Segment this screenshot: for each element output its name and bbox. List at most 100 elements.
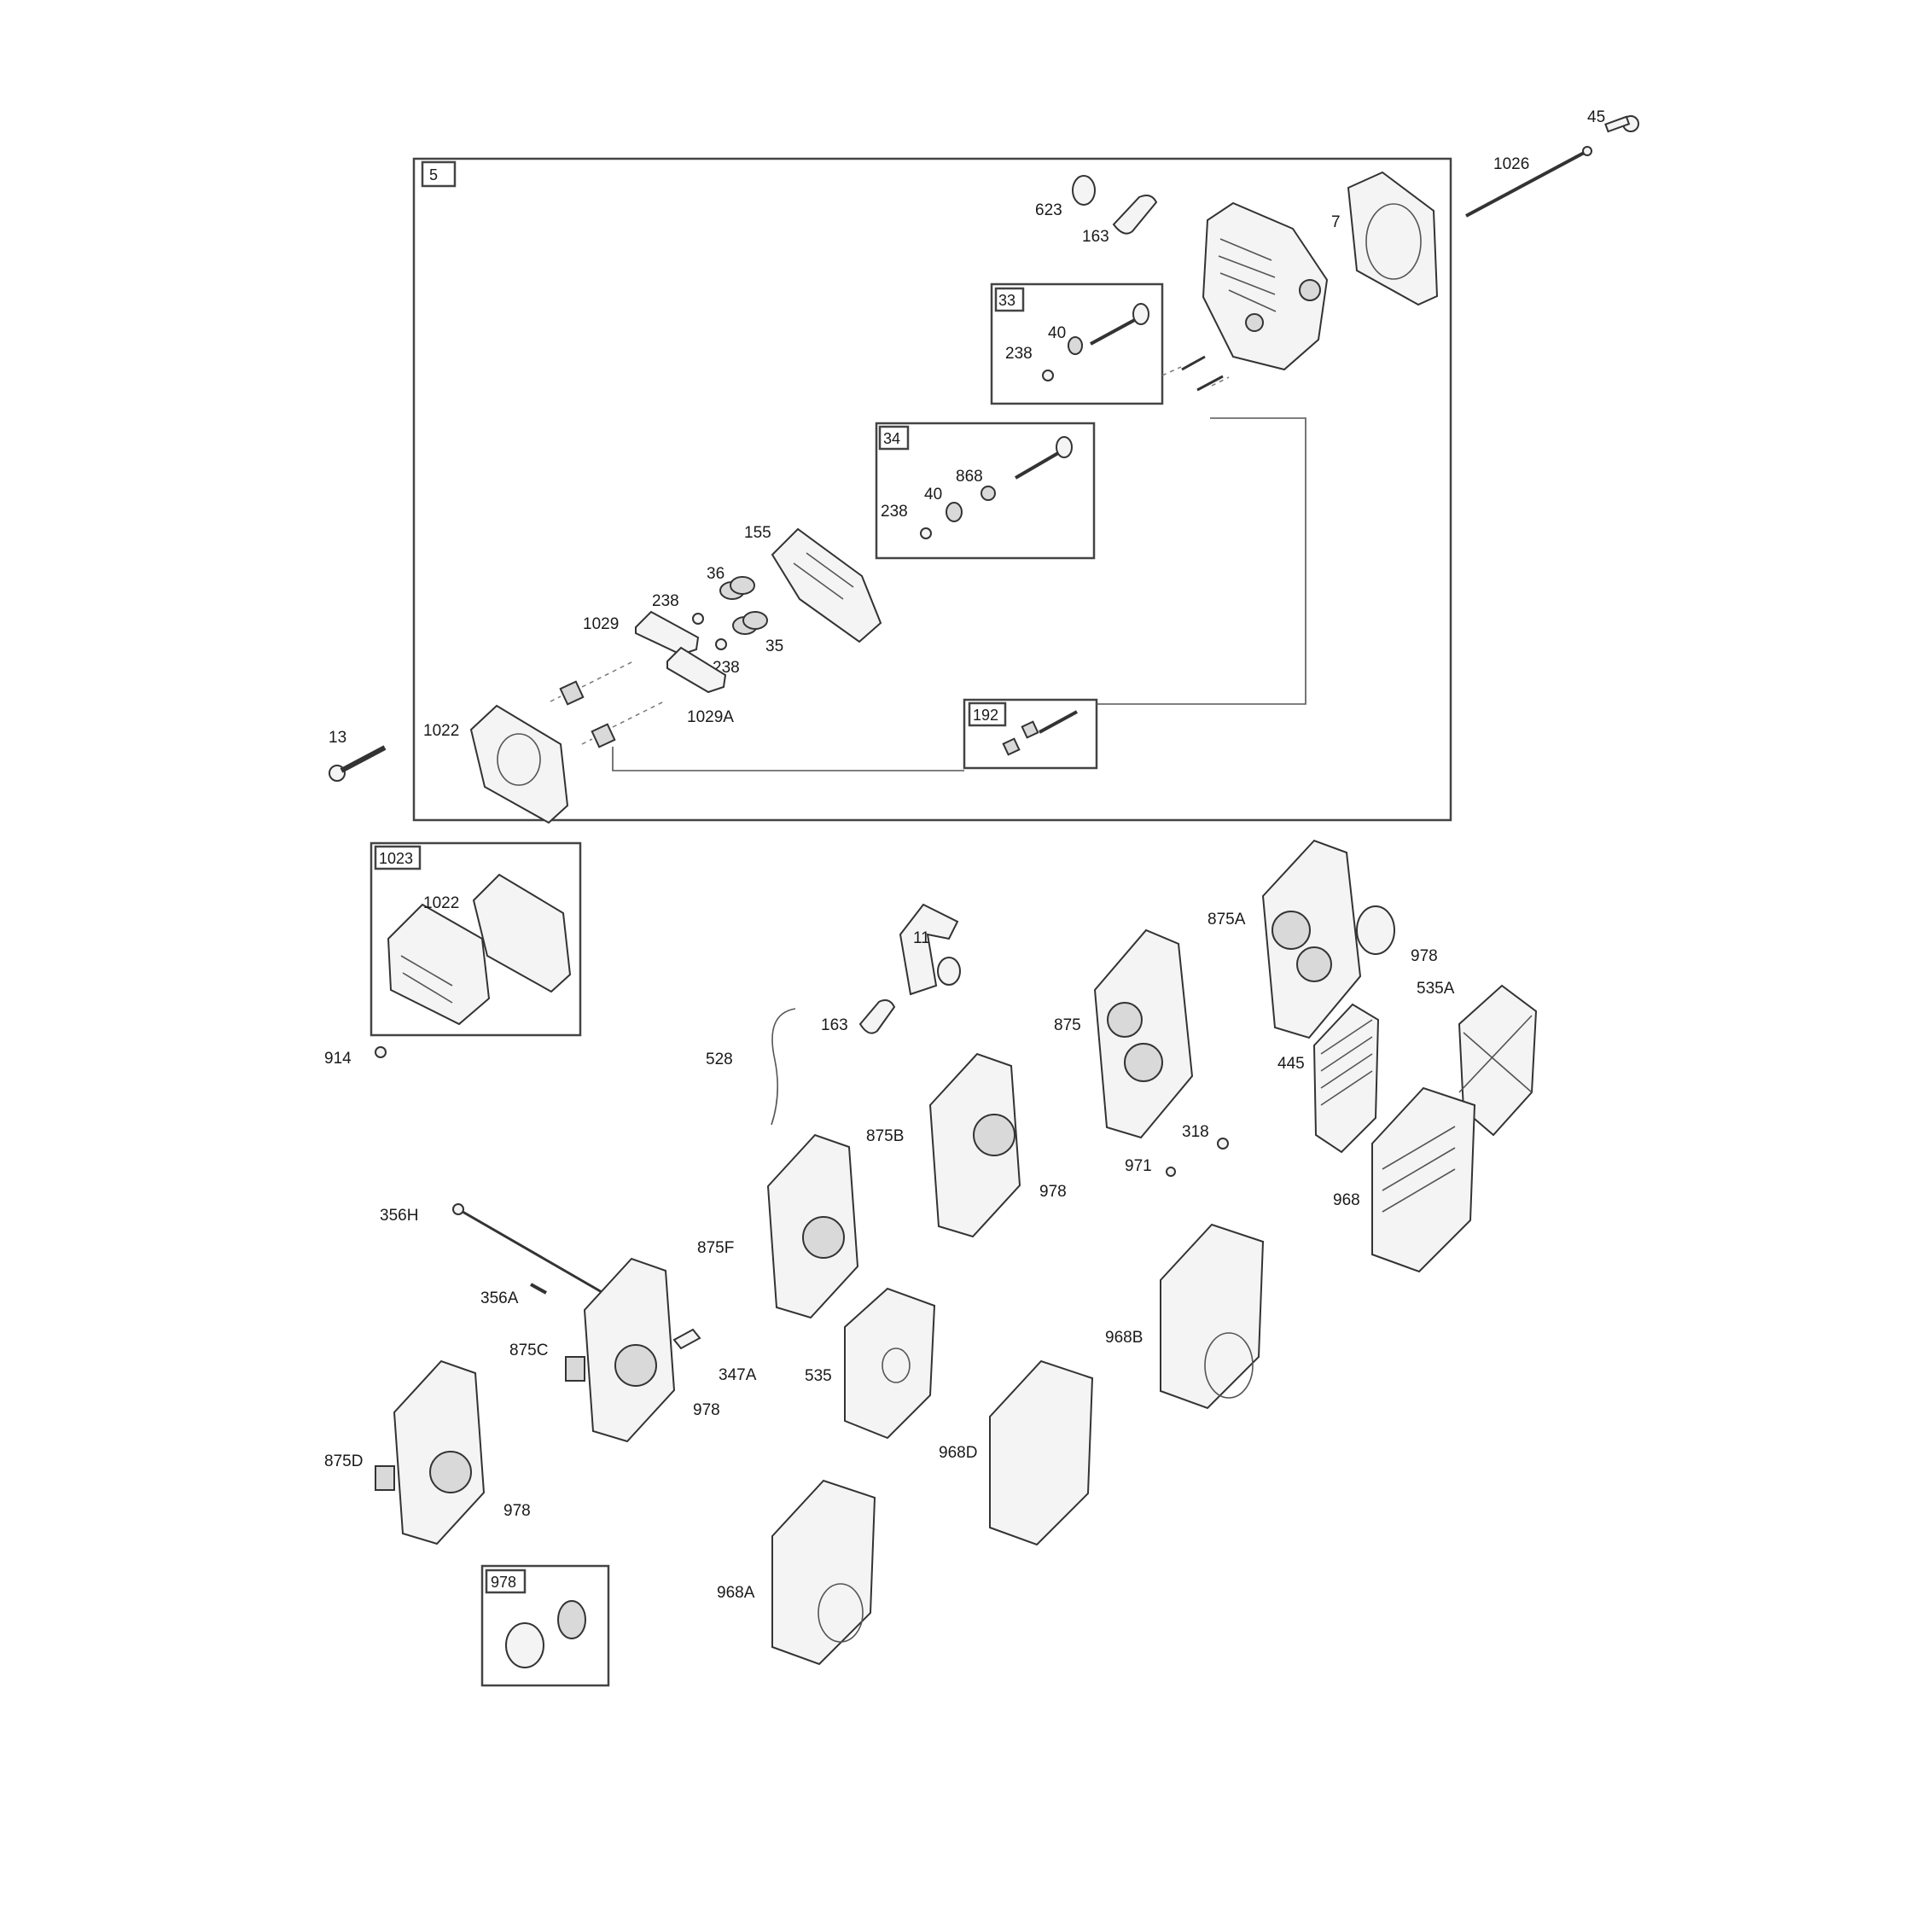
spring-356a [530, 1283, 547, 1295]
air-cleaner-cover-968b [1160, 1223, 1265, 1410]
callout-968d: 968D [939, 1444, 977, 1462]
callout-35: 35 [765, 637, 783, 655]
callout-356h: 356H [380, 1207, 418, 1225]
callout-868: 868 [956, 468, 983, 486]
head-gasket-7 [1347, 171, 1439, 306]
retainer-238-c [692, 613, 704, 625]
callout-978-a: 978 [1411, 947, 1438, 965]
kit-connector-lines [612, 417, 1306, 771]
callout-1022-b: 1022 [423, 894, 459, 912]
kit-tag-978 [485, 1569, 527, 1594]
air-filter-base-875d [375, 1359, 486, 1545]
valve-33 [1090, 303, 1149, 346]
kit-tag-34 [878, 425, 910, 451]
callout-978-b: 978 [1039, 1183, 1067, 1201]
callout-535a: 535A [1417, 980, 1455, 998]
callout-155: 155 [744, 524, 771, 542]
callout-528: 528 [706, 1051, 733, 1068]
air-filter-base-875c [565, 1257, 676, 1443]
kit-tag-1023 [374, 845, 422, 870]
seal-868 [981, 486, 996, 501]
callout-36: 36 [707, 565, 724, 583]
callout-978-d: 978 [503, 1502, 531, 1520]
rocker-gasket-1022 [472, 873, 572, 993]
callout-914: 914 [324, 1050, 352, 1068]
callout-11: 11 [913, 929, 930, 947]
valve-guides [1161, 355, 1230, 392]
rocker-cover-1022 [469, 704, 569, 824]
callout-1026: 1026 [1493, 155, 1529, 173]
gasket-163-top [1112, 195, 1158, 235]
callout-968b: 968B [1105, 1329, 1143, 1347]
callout-238-b: 238 [881, 503, 908, 521]
screw-971 [1166, 1167, 1176, 1177]
callout-45: 45 [1587, 108, 1605, 126]
callout-1029: 1029 [583, 615, 619, 633]
rocker-gasket-155 [771, 527, 882, 643]
rocker-cover-1023 [387, 903, 491, 1026]
retainer-238-b [920, 527, 932, 539]
callout-1022-a: 1022 [423, 722, 459, 740]
rocker-arm-1029 [635, 610, 700, 656]
nut-318 [1217, 1138, 1229, 1150]
callout-971: 971 [1125, 1157, 1152, 1175]
air-filter-445 [1312, 1003, 1380, 1154]
callout-535: 535 [805, 1367, 832, 1385]
callout-40-a: 40 [1048, 324, 1066, 342]
o-ring-623 [1072, 175, 1096, 206]
adapter-978-kit [505, 1600, 586, 1668]
adapter-978-a [1356, 905, 1395, 955]
air-filter-base-875b [928, 1052, 1021, 1238]
rocker-studs [550, 661, 665, 748]
callout-356a: 356A [480, 1289, 519, 1307]
bolt-13 [329, 745, 387, 782]
air-cleaner-cover-968d [989, 1359, 1094, 1546]
kit-tag-192 [968, 701, 1007, 727]
air-cleaner-cover-968 [1371, 1086, 1476, 1273]
callout-875d: 875D [324, 1452, 363, 1470]
callout-40-b: 40 [924, 486, 942, 503]
callout-968: 968 [1333, 1191, 1360, 1209]
cylinder-head [1202, 201, 1329, 371]
kit-frame-34 [875, 422, 1096, 560]
retainer-238-a [1042, 370, 1054, 381]
choke-link-356h [452, 1203, 608, 1297]
callout-34: 34 [883, 430, 900, 447]
air-cleaner-cover-968a [771, 1479, 876, 1666]
kit-frame-192 [963, 698, 1098, 770]
callout-163-bottom: 163 [821, 1016, 848, 1034]
callout-238-a: 238 [1005, 345, 1033, 363]
callout-238-c: 238 [652, 592, 679, 610]
callout-875f: 875F [697, 1239, 734, 1257]
kit-tag-33 [994, 287, 1025, 312]
callout-968a: 968A [717, 1584, 755, 1602]
callout-13: 13 [329, 729, 346, 747]
callout-1023: 1023 [379, 850, 413, 867]
callout-347a: 347A [719, 1366, 757, 1384]
rocker-arm-1029a [666, 646, 727, 694]
spring-40-a [1068, 336, 1083, 355]
valve-34 [1014, 436, 1073, 480]
spring-35 [732, 611, 768, 635]
callout-978-e: 978 [491, 1574, 516, 1591]
air-filter-base-875a [1261, 839, 1362, 1039]
callout-978-c: 978 [693, 1401, 720, 1419]
long-bolt-1026 [1465, 146, 1592, 218]
pre-cleaner-535 [844, 1287, 936, 1440]
callout-7: 7 [1331, 213, 1341, 231]
kit-frame-1023 [370, 841, 582, 1037]
gasket-163-bottom [858, 999, 896, 1034]
screw-914 [375, 1046, 387, 1058]
kit-frame-978 [480, 1564, 610, 1687]
intake-elbow-11 [899, 903, 961, 996]
kit-frame-5 [412, 157, 1452, 822]
callout-318: 318 [1182, 1123, 1209, 1141]
bolt-45 [1604, 115, 1639, 133]
callout-875a: 875A [1208, 911, 1246, 928]
retainer-238-d [715, 638, 727, 650]
callout-875c: 875C [509, 1342, 548, 1359]
callout-445: 445 [1277, 1055, 1305, 1073]
spring-36 [719, 576, 755, 600]
callout-5: 5 [429, 166, 438, 183]
